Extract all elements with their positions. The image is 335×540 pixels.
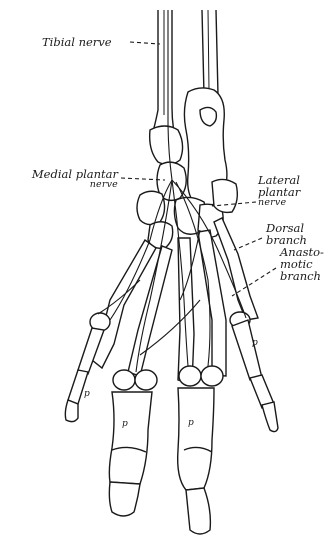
label-medial-plantar-line2: nerve [6, 180, 118, 190]
label-lateral-plantar: Lateral plantar nerve [258, 174, 300, 208]
label-dorsal-branch: Dorsal branch [266, 222, 307, 246]
toe-second [109, 370, 157, 516]
label-anastomotic-line3: branch [280, 270, 324, 282]
bone-mark-2: p [188, 418, 194, 428]
label-medial-plantar: Medial plantar nerve [6, 168, 118, 190]
label-tibial-nerve: Tibial nerve [42, 36, 112, 48]
bone-mark-1: p [252, 338, 258, 348]
label-lateral-plantar-line3: nerve [258, 198, 300, 208]
toe-lateral [230, 312, 278, 432]
toe-third [178, 366, 223, 534]
bone-mark-3: p [122, 419, 128, 429]
label-anastomotic-branch: Anasto- motic branch [280, 246, 324, 282]
bone-mark-4: p [84, 389, 90, 399]
toe-medial [65, 313, 110, 422]
